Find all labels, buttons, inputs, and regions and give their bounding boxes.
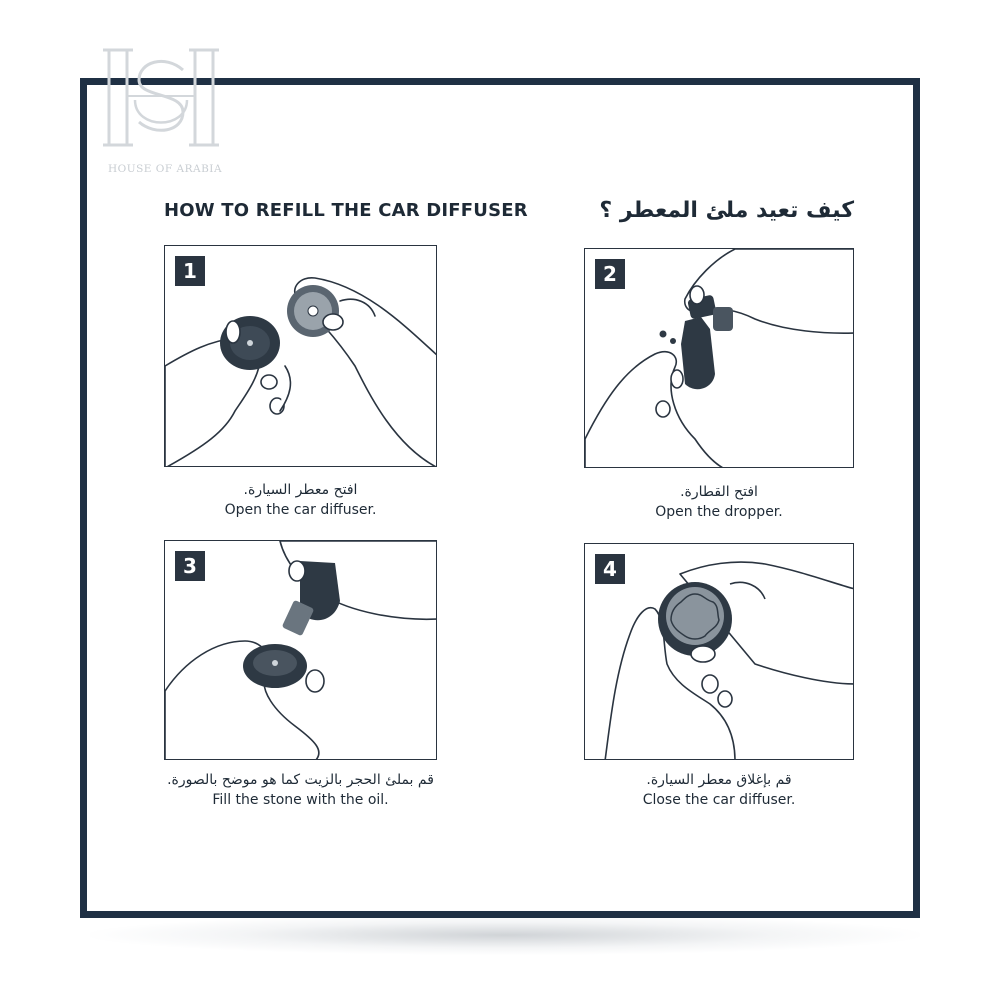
step-4-caption-arabic: قم بإغلاق معطر السيارة. — [646, 772, 792, 788]
step-2-caption: افتح القطارة. Open the dropper. — [584, 482, 854, 522]
step-number-badge: 3 — [175, 551, 205, 581]
step-number-badge: 1 — [175, 256, 205, 286]
page-title-arabic: كيف تعيد ملئ المعطر ؟ — [599, 198, 854, 223]
open-diffuser-drawing — [165, 277, 436, 466]
step-1-caption: افتح معطر السيارة. Open the car diffuser… — [164, 480, 437, 520]
step-4-caption: قم بإغلاق معطر السيارة. Close the car di… — [584, 770, 854, 810]
step-1-caption-arabic: افتح معطر السيارة. — [243, 482, 358, 498]
step-3-caption-arabic: قم بملئ الحجر بالزيت كما هو موضح بالصورة… — [167, 772, 434, 788]
step-1-illustration: 1 — [164, 245, 437, 467]
step-4-illustration: 4 — [584, 543, 854, 760]
step-2-caption-english: Open the dropper. — [655, 504, 783, 520]
open-dropper-drawing — [585, 249, 853, 467]
step-number-badge: 4 — [595, 554, 625, 584]
fill-stone-drawing — [165, 541, 436, 759]
step-number-badge: 2 — [595, 259, 625, 289]
page-title-english: HOW TO REFILL THE CAR DIFFUSER — [164, 200, 528, 221]
close-diffuser-drawing — [604, 561, 853, 759]
instruction-card-frame — [80, 78, 920, 918]
house-of-arabia-logo: HOUSE OF ARABIA — [103, 48, 222, 175]
logo-wordmark: HOUSE OF ARABIA — [108, 163, 222, 175]
step-2-illustration: 2 — [584, 248, 854, 468]
step-1-caption-english: Open the car diffuser. — [224, 502, 377, 518]
step-3-illustration: 3 — [164, 540, 437, 760]
step-4-caption-english: Close the car diffuser. — [642, 792, 796, 808]
step-2-caption-arabic: افتح القطارة. — [680, 484, 758, 500]
step-3-caption-english: Fill the stone with the oil. — [212, 792, 389, 808]
step-3-caption: قم بملئ الحجر بالزيت كما هو موضح بالصورة… — [164, 770, 437, 810]
frame-shadow — [90, 915, 920, 955]
